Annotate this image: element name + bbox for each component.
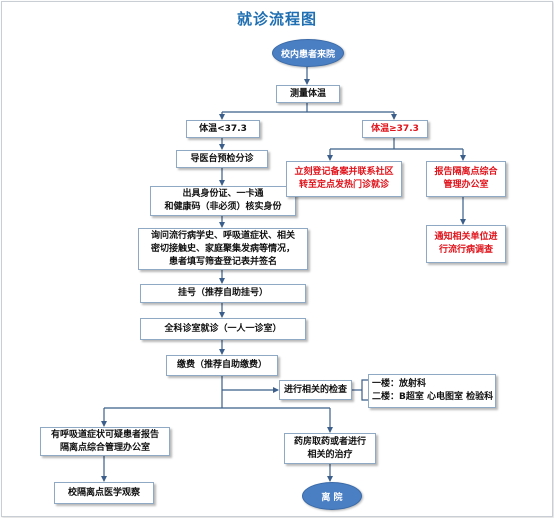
fever-clinic-line-1: 立刻登记备案并联系社区 bbox=[294, 167, 394, 177]
pharmacy-box: 药房取药或者进行 相关的治疗 bbox=[284, 433, 376, 464]
pharmacy-line-1: 药房取药或者进行 bbox=[293, 436, 366, 447]
notify-box: 通知相关单位进 行流行病调查 bbox=[426, 225, 506, 263]
inquiry-box: 询问流行病学史、呼吸道症状、相关 密切接触史、家庭聚集发病等情况， 患者填写筛查… bbox=[138, 228, 308, 270]
report-symptom-box: 有呼吸道症状可疑患者报告 隔离点综合管理办公室 bbox=[40, 427, 170, 456]
id-check-line-1: 出具身份证、一卡通 bbox=[182, 189, 264, 199]
start-node: 校内患者来院 bbox=[272, 39, 344, 67]
report-symptom-line-1: 有呼吸道症状可疑患者报告 bbox=[50, 429, 159, 440]
floors-box: 一楼：放射科 二楼：B超室 心电图室 检验科 bbox=[368, 374, 496, 408]
observe-box: 校隔离点医学观察 bbox=[54, 482, 154, 504]
report-office-box: 报告隔离点综合 管理办公室 bbox=[426, 161, 506, 197]
temp-high-box: 体温≥37.3 bbox=[362, 120, 428, 138]
floor-2-line: 二楼：B超室 心电图室 检验科 bbox=[372, 392, 494, 402]
pay-box: 缴费（推荐自助缴费） bbox=[166, 355, 278, 376]
leave-node: 离 院 bbox=[302, 482, 362, 510]
fever-clinic-line-2: 转至定点发热门诊就诊 bbox=[298, 180, 389, 190]
id-check-box: 出具身份证、一卡通 和健康码（非必须）核实身份 bbox=[150, 186, 296, 216]
id-check-line-2: 和健康码（非必须）核实身份 bbox=[164, 202, 282, 212]
page-title: 就诊流程图 bbox=[236, 10, 317, 28]
triage-box: 导医台预检分诊 bbox=[176, 150, 268, 168]
measure-temp-box: 测量体温 bbox=[276, 85, 340, 103]
floor-1-line: 一楼：放射科 bbox=[372, 379, 427, 389]
inquiry-line-2: 密切接触史、家庭聚集发病等情况， bbox=[150, 243, 295, 254]
consult-box: 全科诊室就诊（一人一诊室） bbox=[140, 318, 306, 340]
report-symptom-line-2: 隔离点综合管理办公室 bbox=[59, 442, 150, 453]
register-box: 挂号（推荐自助挂号） bbox=[140, 284, 306, 303]
notify-line-2: 行流行病调查 bbox=[438, 245, 493, 255]
fever-clinic-box: 立刻登记备案并联系社区 转至定点发热门诊就诊 bbox=[286, 161, 402, 197]
report-office-line-2: 管理办公室 bbox=[443, 180, 489, 190]
floors-bracket bbox=[361, 379, 368, 401]
inquiry-line-1: 询问流行病学史、呼吸道症状、相关 bbox=[150, 230, 295, 241]
pharmacy-line-2: 相关的治疗 bbox=[307, 449, 353, 460]
report-office-line-1: 报告隔离点综合 bbox=[434, 167, 498, 177]
temp-low-box: 体温<37.3 bbox=[186, 120, 260, 138]
inquiry-line-3: 患者填写筛查登记表并签名 bbox=[168, 256, 277, 267]
exam-box: 进行相关的检查 bbox=[279, 380, 352, 400]
notify-line-1: 通知相关单位进 bbox=[434, 232, 498, 242]
